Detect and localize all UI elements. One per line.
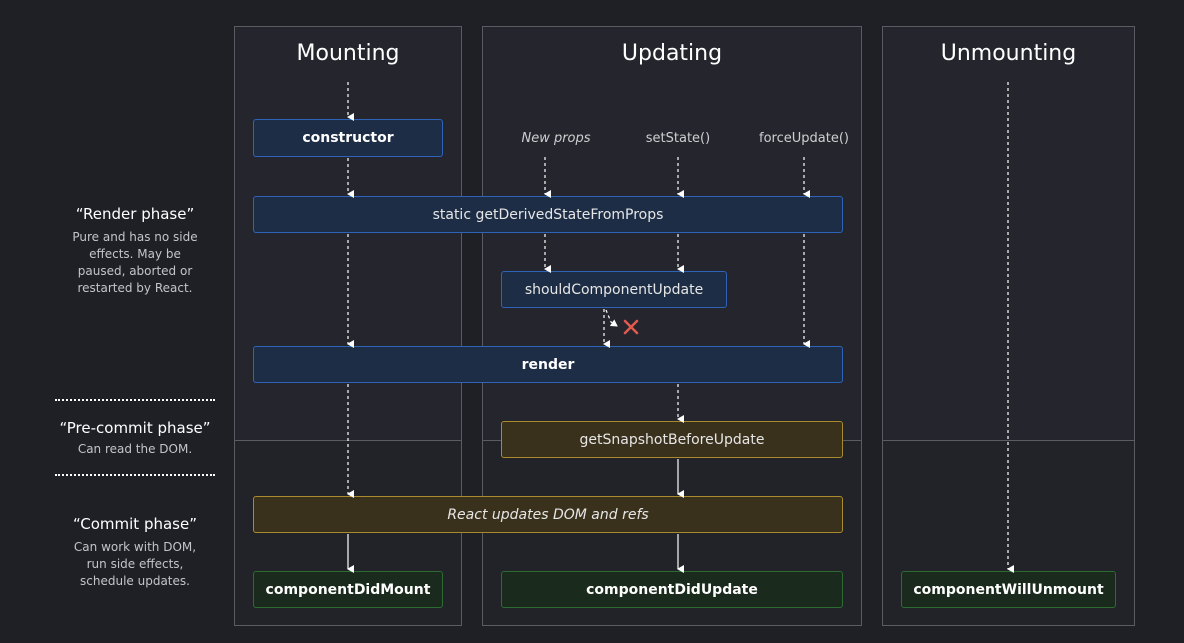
set-state-trigger: setState() [628,131,728,146]
unmounting-column: Unmounting [882,26,1135,626]
commit-phase-title: “Commit phase” [55,515,215,533]
constructor-box[interactable]: constructor [253,119,443,157]
new-props-trigger: New props [506,131,606,146]
updating-title: Updating [483,41,861,66]
component-did-update-box[interactable]: componentDidUpdate [501,571,843,608]
precommit-phase-label: “Pre-commit phase” Can read the DOM. [55,419,215,458]
force-update-trigger: forceUpdate() [744,131,864,146]
mounting-title: Mounting [235,41,461,66]
render-phase-label: “Render phase” Pure and has no side effe… [55,205,215,297]
render-phase-title: “Render phase” [55,205,215,223]
should-component-update-box[interactable]: shouldComponentUpdate [501,271,727,308]
phase-divider [883,440,1134,441]
commit-phase-label: “Commit phase” Can work with DOM, run si… [55,515,215,590]
updating-column: Updating [482,26,862,626]
precommit-phase-title: “Pre-commit phase” [55,419,215,437]
render-box[interactable]: render [253,346,843,383]
commit-phase-description: Can work with DOM, run side effects, sch… [55,539,215,590]
precommit-phase-description: Can read the DOM. [55,441,215,458]
get-snapshot-before-update-box[interactable]: getSnapshotBeforeUpdate [501,421,843,458]
mounting-column: Mounting [234,26,462,626]
unmounting-title: Unmounting [883,41,1134,66]
component-did-mount-box[interactable]: componentDidMount [253,571,443,608]
phase-divider [235,440,461,441]
react-updates-dom-box: React updates DOM and refs [253,496,843,533]
component-will-unmount-box[interactable]: componentWillUnmount [901,571,1116,608]
get-derived-state-from-props-box[interactable]: static getDerivedStateFromProps [253,196,843,233]
phase-separator [55,474,215,476]
render-phase-description: Pure and has no side effects. May be pau… [55,229,215,297]
phase-separator [55,399,215,401]
